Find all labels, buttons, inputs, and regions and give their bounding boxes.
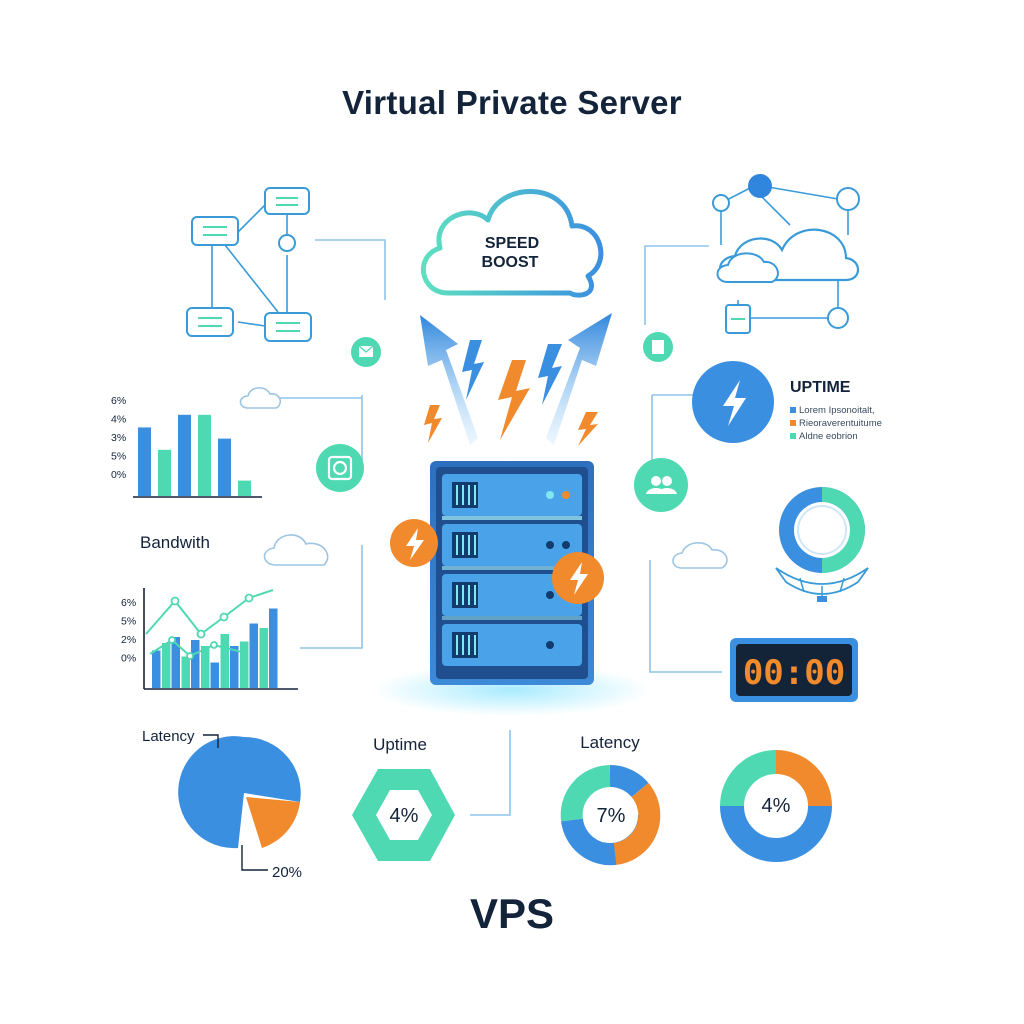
lightning-bolts [424, 340, 598, 446]
chart-bar [220, 634, 229, 688]
chart-bar [230, 646, 239, 688]
connector-lines [268, 239, 722, 816]
server-units [442, 474, 582, 666]
bandwidth-label: Bandwith [140, 533, 210, 552]
chart-bar [171, 637, 180, 688]
latency-ring [560, 764, 661, 866]
footer-vps: VPS [469, 890, 555, 937]
uptime-panel: UPTIME [692, 361, 851, 443]
chart-bar [210, 662, 219, 688]
legend-text: Rieoraverentuitume [799, 418, 882, 429]
speed-boost-cloud: SPEED BOOST [421, 189, 604, 298]
network-diagram-right [712, 174, 860, 334]
latency-left-label: Latency [142, 728, 195, 745]
network-diagram-left [186, 187, 312, 342]
document-icon [643, 332, 673, 362]
mail-icon [351, 337, 381, 367]
tick-label: 0% [121, 653, 136, 665]
tick-label: 5% [121, 616, 136, 628]
chart-bar [181, 656, 190, 688]
latency-pie-left [178, 734, 301, 871]
uptime-legend: Lorem Ipsonoitalt, Rieoraverentuitume Al… [790, 404, 882, 443]
chart-bar [218, 438, 231, 496]
clock-digits: 00:00 [743, 653, 845, 693]
tick-label: 5% [111, 451, 126, 463]
chart-bar [201, 646, 210, 688]
tick-label: 2% [121, 634, 136, 646]
gauge-settings-icon [316, 444, 364, 492]
bar-chart-bandwidth: 6% 5% 2% 0% [121, 588, 298, 690]
chart-bar [240, 641, 249, 688]
legend-text: Aldne eobrion [799, 431, 858, 442]
tick-label: 6% [111, 395, 126, 407]
legend-swatch [790, 407, 796, 413]
server-rack [372, 461, 652, 716]
bar-chart-top: 6% 4% 3% 5% 0% [111, 395, 262, 498]
uptime-heading: UPTIME [790, 379, 851, 396]
legend-item: Aldne eobrion [790, 430, 882, 443]
latency-ring-value: 7% [597, 805, 626, 827]
donut-right-value: 4% [762, 795, 791, 817]
chart-bar [269, 608, 278, 688]
chart-bar [138, 427, 151, 496]
uptime-hex-value: 4% [390, 805, 419, 827]
cloud-label-speed: SPEED [485, 235, 539, 252]
uptime-hexagon [352, 769, 455, 861]
cloud-label-boost: BOOST [482, 254, 539, 271]
chart-bar [259, 628, 268, 688]
page-title: Virtual Private Server [342, 84, 682, 121]
cloud-outline-icon [239, 387, 728, 569]
digital-clock: 00:00 [730, 638, 858, 702]
tick-label: 4% [111, 414, 126, 426]
tick-label: 0% [111, 469, 126, 481]
bolt-badge-icon [552, 552, 604, 604]
legend-item: Lorem Ipsonoitalt, [790, 404, 882, 417]
chart-bar [191, 640, 200, 688]
legend-item: Rieoraverentuitume [790, 417, 882, 430]
donut-right [720, 750, 832, 862]
chart-bar [158, 449, 171, 496]
chart-bar [198, 414, 211, 496]
legend-swatch [790, 420, 796, 426]
chart-bar [178, 414, 191, 496]
chart-bar [162, 643, 171, 688]
chart-bar [152, 650, 161, 688]
upward-arrows [420, 313, 612, 445]
tick-label: 6% [121, 597, 136, 609]
users-icon [634, 458, 688, 512]
legend-swatch [790, 433, 796, 439]
tick-label: 3% [111, 432, 126, 444]
uptime-hex-label: Uptime [373, 735, 427, 754]
radar-donut-icon [775, 487, 869, 602]
latency-ring-label: Latency [580, 733, 640, 752]
legend-text: Lorem Ipsonoitalt, [799, 405, 875, 416]
chart-bar [238, 480, 251, 496]
chart-bar [249, 623, 258, 688]
latency-left-value: 20% [272, 864, 302, 881]
bolt-badge-icon [390, 519, 438, 567]
